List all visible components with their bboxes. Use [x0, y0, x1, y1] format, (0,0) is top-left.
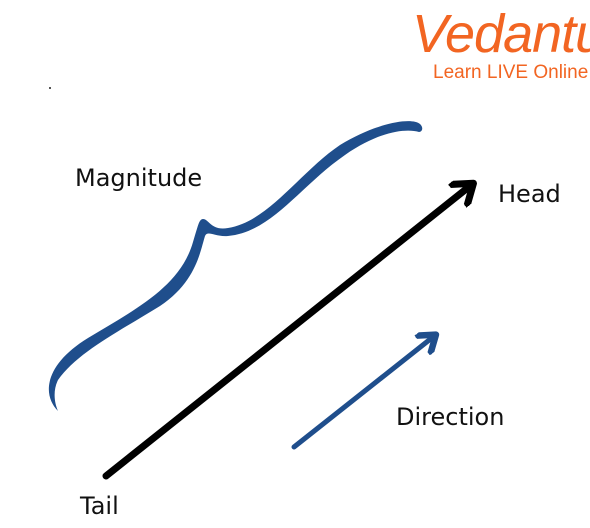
logo-tagline: Learn LIVE Online	[433, 62, 589, 83]
vedantu-logo: Vedantu	[412, 4, 590, 64]
direction-arrow	[291, 337, 433, 450]
direction-label: Direction	[396, 403, 505, 431]
magnitude-label: Magnitude	[75, 164, 203, 192]
vector-arrow	[102, 186, 470, 480]
stray-dot	[49, 87, 51, 89]
head-label: Head	[498, 180, 561, 208]
tail-label: Tail	[80, 492, 119, 520]
